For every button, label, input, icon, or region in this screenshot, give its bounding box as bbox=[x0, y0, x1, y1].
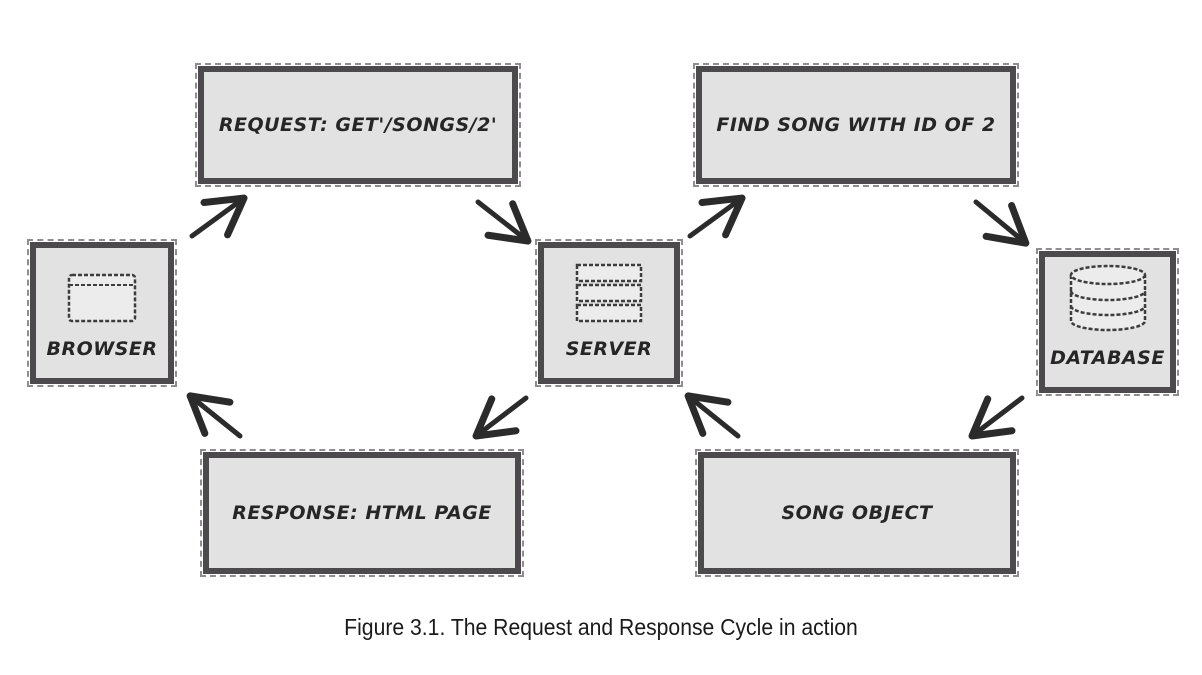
browser-window-icon bbox=[67, 273, 137, 323]
browser-label: BROWSER bbox=[46, 338, 158, 360]
request-step-box: REQUEST: GET'/SONGS/2' bbox=[195, 63, 521, 187]
figure-caption: Figure 3.1. The Request and Response Cyc… bbox=[344, 614, 858, 640]
database-node: DATABASE bbox=[1036, 248, 1179, 396]
server-label: SERVER bbox=[565, 338, 653, 360]
arrow-find-song-to-database bbox=[973, 199, 1030, 247]
server-stack-icon bbox=[575, 263, 643, 323]
arrow-response-to-browser bbox=[186, 392, 243, 439]
arrow-browser-to-request bbox=[189, 194, 248, 239]
song-object-step-box: SONG OBJECT bbox=[695, 449, 1019, 577]
song-object-step-label: SONG OBJECT bbox=[781, 502, 933, 524]
request-step-label: REQUEST: GET'/SONGS/2' bbox=[218, 114, 498, 136]
browser-node: BROWSER bbox=[27, 239, 177, 387]
server-node: SERVER bbox=[535, 239, 683, 387]
arrow-song-object-to-server bbox=[684, 392, 741, 439]
arrow-server-to-find-song bbox=[687, 194, 746, 239]
arrow-server-to-response bbox=[472, 395, 529, 440]
response-step-label: RESPONSE: HTML PAGE bbox=[232, 502, 492, 524]
find-song-step-label: FIND SONG WITH ID OF 2 bbox=[716, 114, 996, 136]
find-song-step-box: FIND SONG WITH ID OF 2 bbox=[693, 63, 1019, 187]
response-step-box: RESPONSE: HTML PAGE bbox=[200, 449, 524, 577]
database-cylinder-icon bbox=[1069, 264, 1146, 332]
arrow-database-to-song-object bbox=[968, 395, 1025, 440]
database-label: DATABASE bbox=[1050, 347, 1165, 369]
arrow-request-to-server bbox=[475, 199, 532, 245]
